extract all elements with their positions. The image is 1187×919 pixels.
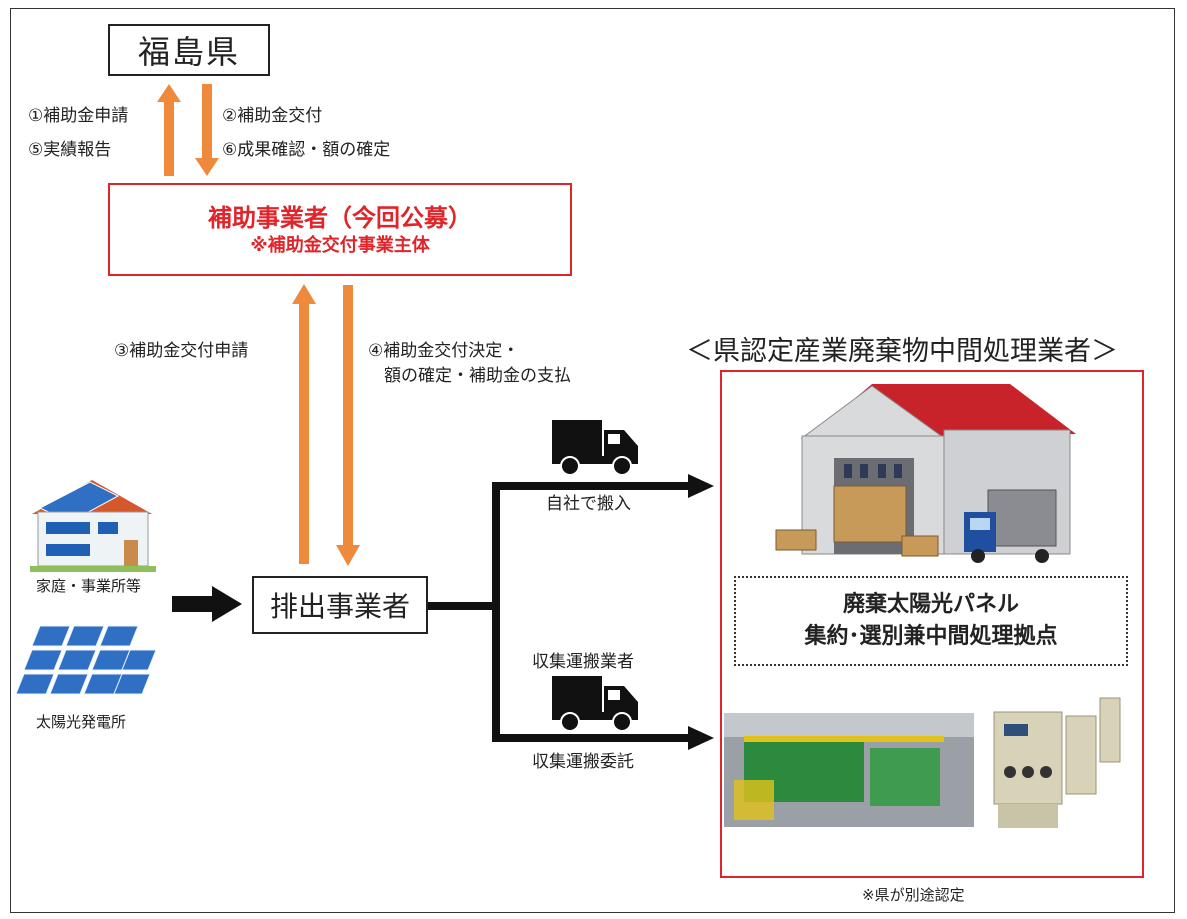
truck-icon: [552, 420, 638, 476]
flow-label-grant-decision-1: ④補助金交付決定・: [368, 341, 520, 361]
flow-label-report: ⑤実績報告: [28, 140, 112, 160]
facility-note: ※県が別途認定: [862, 886, 965, 904]
arrowhead-self: [688, 474, 714, 498]
facility-box: [720, 370, 1144, 878]
facility-title: ＜県認定産業廃棄物中間処理業者＞: [686, 336, 1118, 367]
arrowhead-contract: [688, 726, 714, 750]
route-consign-label: 収集運搬委託: [532, 752, 634, 772]
arrow-up-application: [157, 84, 181, 176]
subsidy-operator-title: 補助事業者（今回公募）: [208, 203, 472, 232]
arrow-down-grant-decision: [336, 285, 360, 566]
source-home-label: 家庭・事業所等: [36, 577, 142, 595]
flow-label-grant: ②補助金交付: [222, 106, 323, 126]
arrow-sources-to-emitter: [172, 586, 242, 622]
house-with-solar-icon: [30, 480, 156, 572]
hub-box: 廃棄太陽光パネル 集約･選別兼中間処理拠点: [734, 576, 1128, 666]
arrow-up-grant-application: [292, 284, 316, 564]
prefecture-label: 福島県: [137, 33, 240, 71]
truck-icon: [552, 676, 638, 732]
subsidy-operator-subtitle: ※補助金交付事業主体: [250, 234, 430, 256]
solar-panel-array-icon: [15, 625, 157, 695]
arrow-down-grant: [195, 84, 219, 176]
warehouse-icon: [775, 384, 1076, 563]
hub-line-1: 廃棄太陽光パネル: [842, 592, 1019, 617]
hub-line-2: 集約･選別兼中間処理拠点: [804, 624, 1058, 649]
emitter-label: 排出事業者: [269, 590, 410, 623]
blasting-cabinet-icon: [986, 697, 1136, 838]
emitter-box: 排出事業者: [252, 576, 428, 634]
flow-label-grant-application: ③補助金交付申請: [114, 341, 249, 361]
route-self-label: 自社で搬入: [546, 494, 631, 514]
branch-lines: [428, 482, 690, 742]
prefecture-box: 福島県: [108, 24, 270, 76]
flow-label-grant-decision-2: 額の確定・補助金の支払: [384, 366, 571, 386]
subsidy-operator-box: 補助事業者（今回公募） ※補助金交付事業主体: [108, 183, 572, 276]
source-solar-plant-label: 太陽光発電所: [36, 713, 127, 731]
diagram-frame: [10, 8, 1175, 913]
flow-label-confirm: ⑥成果確認・額の確定: [222, 140, 391, 160]
processing-machine-icon: [724, 713, 974, 827]
flow-label-application: ①補助金申請: [28, 106, 129, 126]
route-contractor-label: 収集運搬業者: [532, 652, 634, 672]
